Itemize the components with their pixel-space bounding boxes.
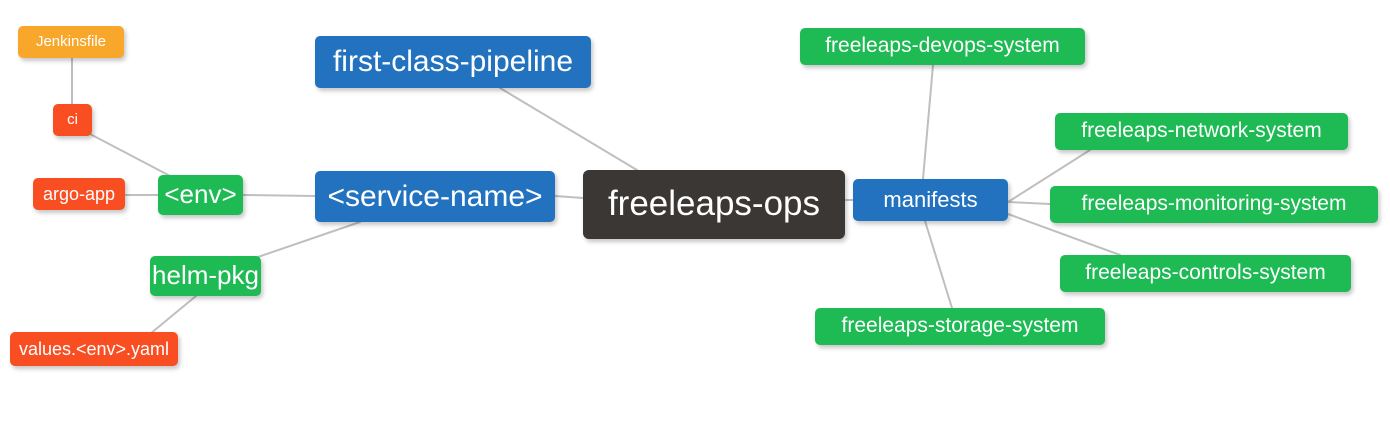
node-ci[interactable]: ci xyxy=(53,104,92,136)
edge-manifests-to-devops-system xyxy=(922,64,934,180)
node-label-freeleaps-ops: freeleaps-ops xyxy=(607,184,821,224)
node-label-values-yaml: values.<env>.yaml xyxy=(18,338,170,359)
node-service-name[interactable]: <service-name> xyxy=(315,171,555,222)
node-label-monitoring-system: freeleaps-monitoring-system xyxy=(1081,192,1347,216)
node-env[interactable]: <env> xyxy=(158,175,243,215)
edge-manifests-to-storage-system xyxy=(924,220,953,309)
node-label-devops-system: freeleaps-devops-system xyxy=(825,34,1060,58)
node-label-manifests: manifests xyxy=(883,187,978,213)
node-freeleaps-ops[interactable]: freeleaps-ops xyxy=(583,170,845,239)
node-devops-system[interactable]: freeleaps-devops-system xyxy=(800,28,1085,65)
node-label-service-name: <service-name> xyxy=(327,179,543,213)
node-label-controls-system: freeleaps-controls-system xyxy=(1085,261,1326,285)
node-network-system[interactable]: freeleaps-network-system xyxy=(1055,113,1348,150)
edge-ci-to-env xyxy=(89,133,173,178)
node-manifests[interactable]: manifests xyxy=(853,179,1008,221)
edge-values-yaml-to-helm-pkg xyxy=(149,295,197,335)
node-label-env: <env> xyxy=(164,179,237,210)
node-label-argo-app: argo-app xyxy=(42,183,116,204)
node-label-network-system: freeleaps-network-system xyxy=(1081,119,1322,143)
edge-first-class-pipeline-to-freeleaps-ops xyxy=(499,87,638,171)
node-label-storage-system: freeleaps-storage-system xyxy=(841,314,1079,338)
node-helm-pkg[interactable]: helm-pkg xyxy=(150,256,261,296)
node-controls-system[interactable]: freeleaps-controls-system xyxy=(1060,255,1351,292)
node-monitoring-system[interactable]: freeleaps-monitoring-system xyxy=(1050,186,1378,223)
node-label-first-class-pipeline: first-class-pipeline xyxy=(332,45,574,79)
edge-manifests-to-monitoring-system xyxy=(1007,201,1051,205)
node-first-class-pipeline[interactable]: first-class-pipeline xyxy=(315,36,591,88)
edge-env-to-service-name xyxy=(242,194,316,197)
node-label-ci: ci xyxy=(67,111,78,129)
node-argo-app[interactable]: argo-app xyxy=(33,178,125,210)
node-jenkinsfile[interactable]: Jenkinsfile xyxy=(18,26,124,58)
edge-service-name-to-freeleaps-ops xyxy=(554,195,584,199)
node-values-yaml[interactable]: values.<env>.yaml xyxy=(10,332,178,366)
node-label-helm-pkg: helm-pkg xyxy=(152,260,259,291)
edge-helm-pkg-to-service-name xyxy=(254,221,361,259)
node-label-jenkinsfile: Jenkinsfile xyxy=(35,33,107,51)
node-storage-system[interactable]: freeleaps-storage-system xyxy=(815,308,1105,345)
